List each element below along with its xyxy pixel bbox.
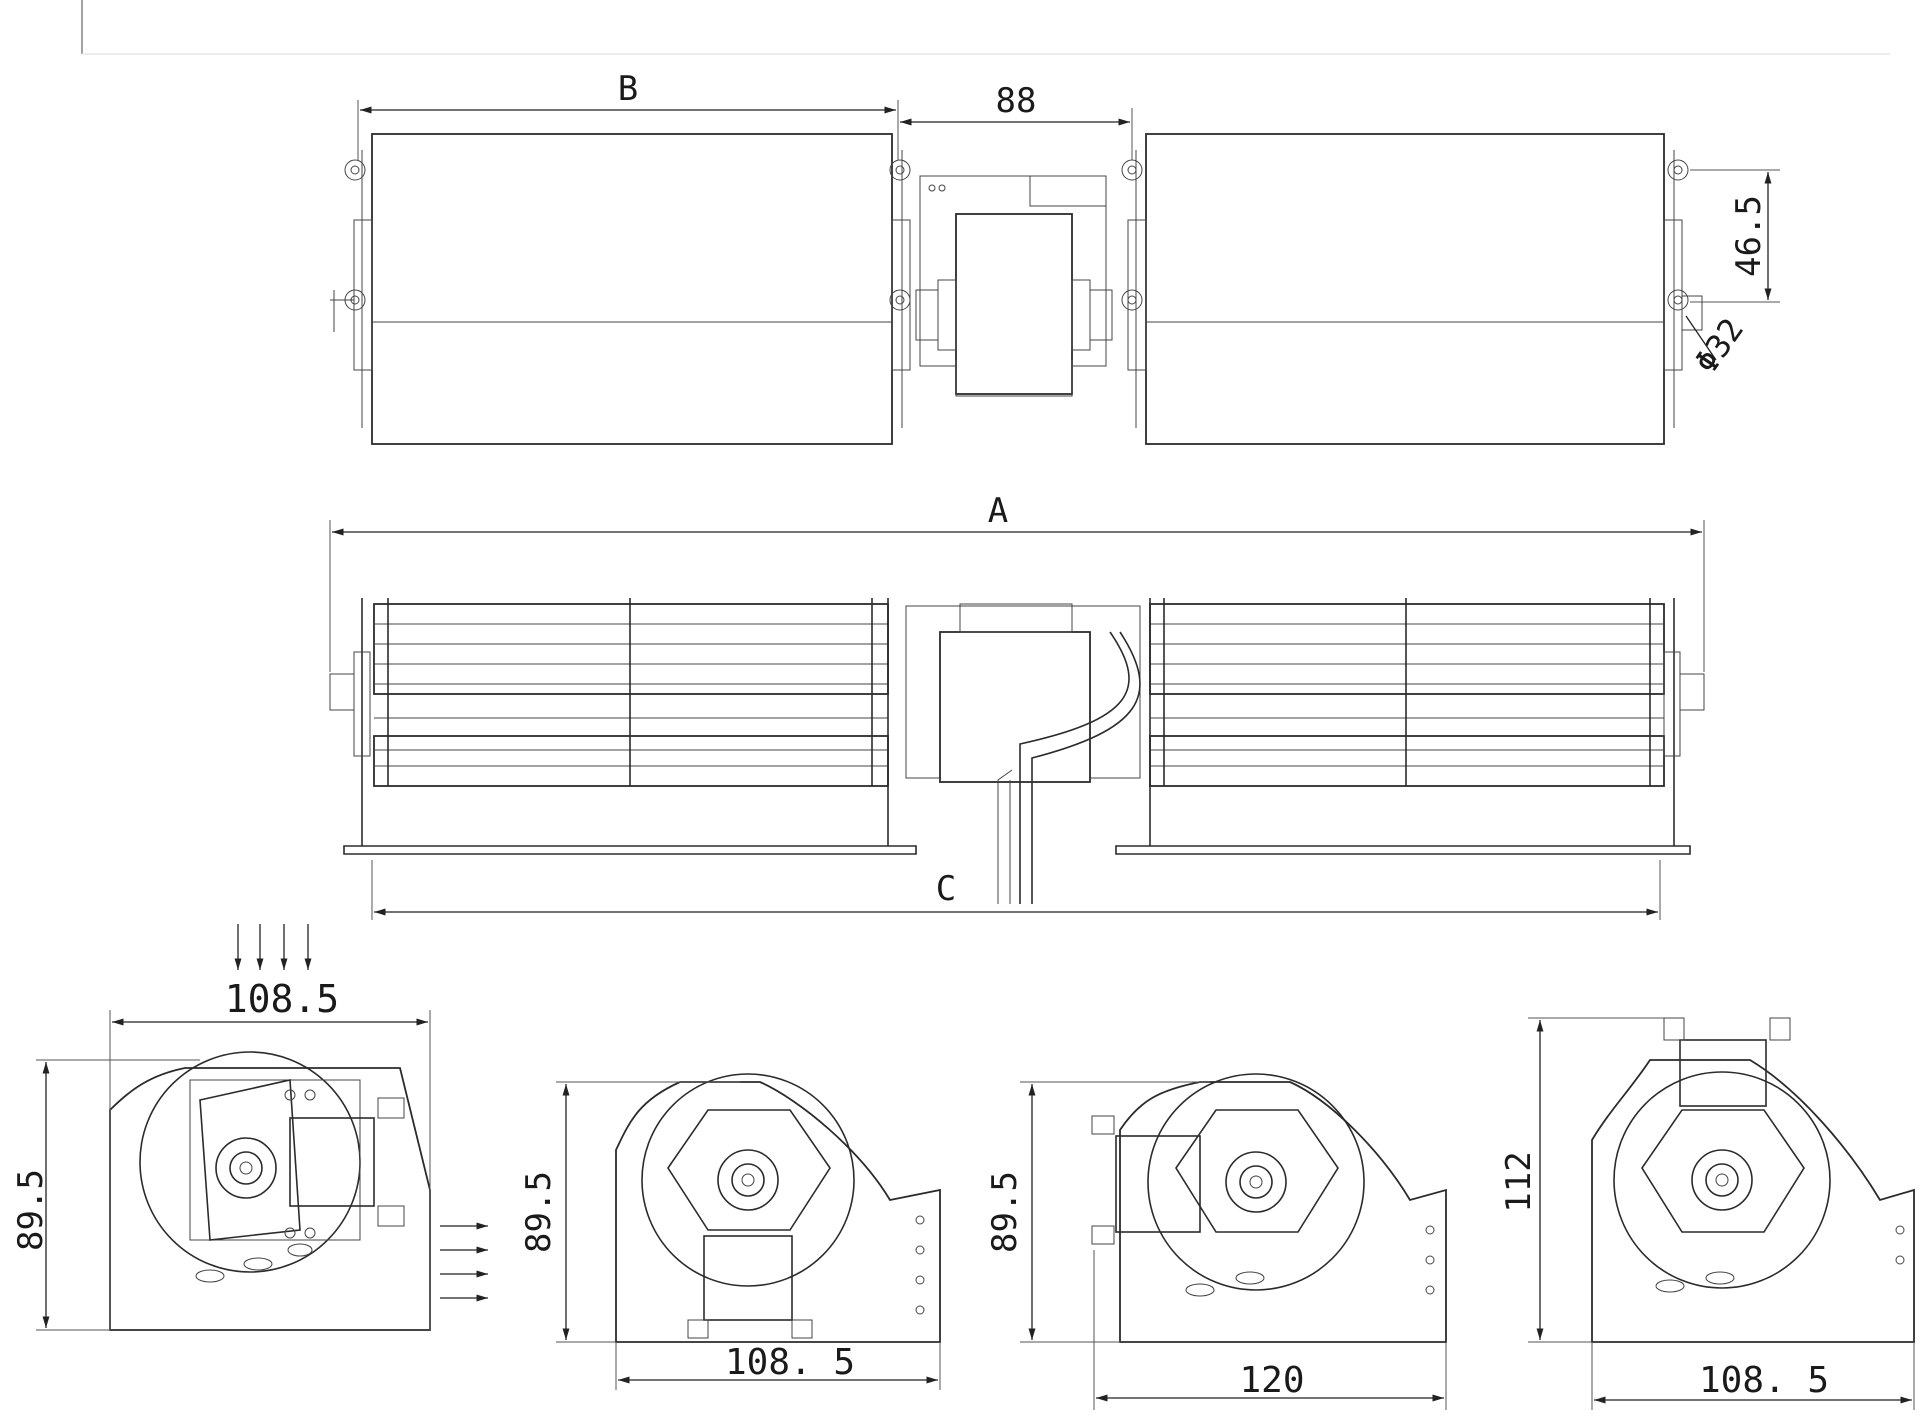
- dim-label-46-5: 46.5: [1729, 195, 1769, 277]
- dim-label-C: C: [936, 869, 956, 909]
- top-motor-core: [955, 213, 1073, 395]
- v1-height-label: 89.5: [11, 1169, 51, 1251]
- top-left-housing: [371, 133, 893, 445]
- top-view: [330, 100, 1780, 445]
- v3-width-label: 120: [1239, 1360, 1304, 1401]
- v3-height-label: 89.5: [985, 1171, 1025, 1253]
- v4-width-label: 108. 5: [1699, 1360, 1829, 1401]
- dim-label-dia-32: Φ32: [1687, 311, 1751, 380]
- side-view-2: [556, 1073, 941, 1390]
- front-view: [329, 520, 1705, 920]
- side-view-4: [1528, 1017, 1915, 1410]
- front-right-impeller: [1149, 603, 1665, 695]
- top-right-housing: [1145, 133, 1665, 445]
- side-view-1: [36, 924, 488, 1331]
- side-view-3: [1020, 1073, 1447, 1410]
- dim-label-A: A: [988, 491, 1008, 531]
- dim-label-B: B: [618, 69, 638, 109]
- dim-label-88: 88: [996, 81, 1037, 121]
- v2-height-label: 89.5: [519, 1171, 559, 1253]
- v4-height-label: 112: [1499, 1151, 1539, 1212]
- v2-width-label: 108. 5: [725, 1342, 855, 1383]
- v1-width-label: 108.5: [225, 977, 339, 1021]
- front-left-impeller: [373, 603, 889, 695]
